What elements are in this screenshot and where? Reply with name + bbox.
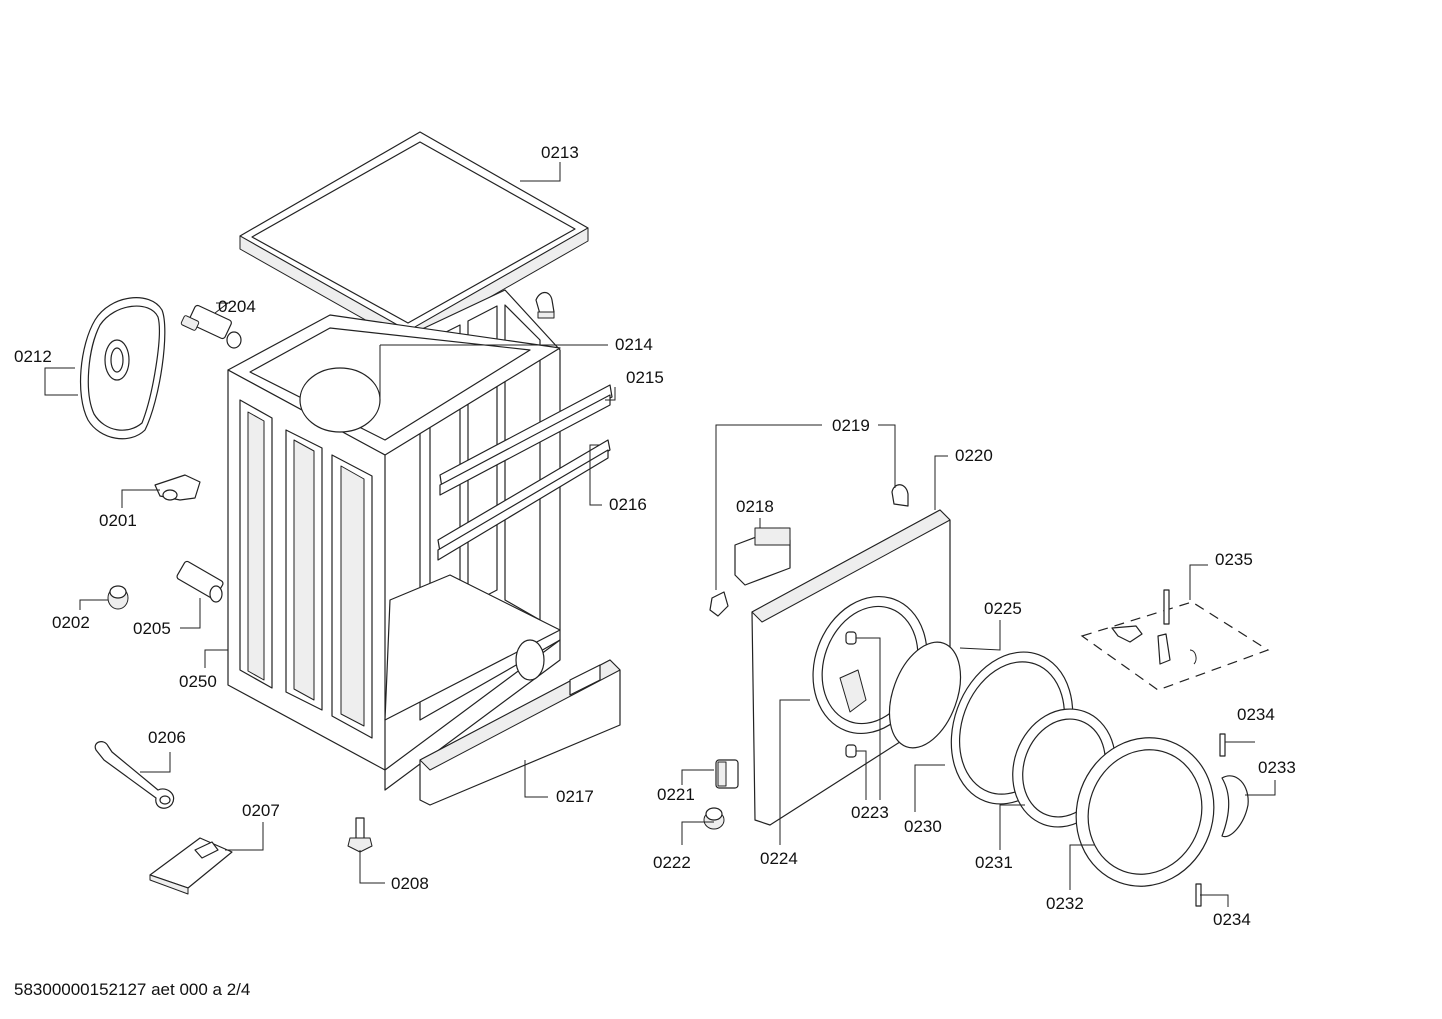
spanner-tool-part bbox=[94, 741, 175, 809]
label-0230: 0230 bbox=[904, 817, 942, 836]
label-0204: 0204 bbox=[218, 297, 256, 316]
foot-screw-part bbox=[347, 817, 373, 853]
label-0225: 0225 bbox=[984, 599, 1022, 618]
door-seal-0225-part bbox=[888, 641, 962, 749]
shock-absorber-lower-part bbox=[176, 560, 224, 603]
label-0202: 0202 bbox=[52, 613, 90, 632]
label-0216: 0216 bbox=[609, 495, 647, 514]
shock-absorber-upper-part bbox=[180, 304, 242, 349]
label-0233: 0233 bbox=[1258, 758, 1296, 777]
label-0234-lower: 0234 bbox=[1213, 910, 1251, 929]
label-0235: 0235 bbox=[1215, 550, 1253, 569]
drawing-reference-footer: 58300000152127 aet 000 a 2/4 bbox=[14, 980, 251, 999]
door-lock-part bbox=[734, 527, 791, 586]
switch-0221-part bbox=[715, 759, 739, 789]
label-0231: 0231 bbox=[975, 853, 1013, 872]
top-cover-part bbox=[239, 131, 589, 345]
label-0250: 0250 bbox=[179, 672, 217, 691]
label-0217: 0217 bbox=[556, 787, 594, 806]
support-brace-parts bbox=[437, 384, 613, 561]
label-0212: 0212 bbox=[14, 347, 52, 366]
hinge-clip-part bbox=[535, 291, 555, 319]
leader-lines bbox=[44, 162, 1276, 907]
label-0206: 0206 bbox=[148, 728, 186, 747]
handle-0233-part bbox=[1221, 775, 1249, 838]
base-bracket-part bbox=[149, 837, 233, 895]
label-0218: 0218 bbox=[736, 497, 774, 516]
rear-cover-part bbox=[79, 297, 166, 440]
knob-0222-part bbox=[703, 807, 725, 830]
label-0201: 0201 bbox=[99, 511, 137, 530]
clip-0219-right-part bbox=[891, 484, 909, 507]
label-0221: 0221 bbox=[657, 785, 695, 804]
outer-door-ring-0232-part bbox=[1075, 737, 1215, 887]
label-0223: 0223 bbox=[851, 803, 889, 822]
label-0224: 0224 bbox=[760, 849, 798, 868]
part-labels: 0213 0204 0212 0214 0215 0201 0216 0202 … bbox=[14, 143, 1296, 929]
label-0205: 0205 bbox=[133, 619, 171, 638]
clip-part bbox=[154, 474, 201, 501]
label-0232: 0232 bbox=[1046, 894, 1084, 913]
label-0215: 0215 bbox=[626, 368, 664, 387]
label-0219: 0219 bbox=[832, 416, 870, 435]
label-0234-upper: 0234 bbox=[1237, 705, 1275, 724]
kick-plate-part bbox=[419, 659, 621, 806]
clip-0219-left-part bbox=[709, 591, 729, 617]
foot-cap-part bbox=[107, 585, 129, 610]
hinge-kit-0235-part bbox=[1080, 589, 1270, 691]
label-0207: 0207 bbox=[242, 801, 280, 820]
label-0208: 0208 bbox=[391, 874, 429, 893]
label-0213: 0213 bbox=[541, 143, 579, 162]
label-0222: 0222 bbox=[653, 853, 691, 872]
label-0214: 0214 bbox=[615, 335, 653, 354]
label-0220: 0220 bbox=[955, 446, 993, 465]
